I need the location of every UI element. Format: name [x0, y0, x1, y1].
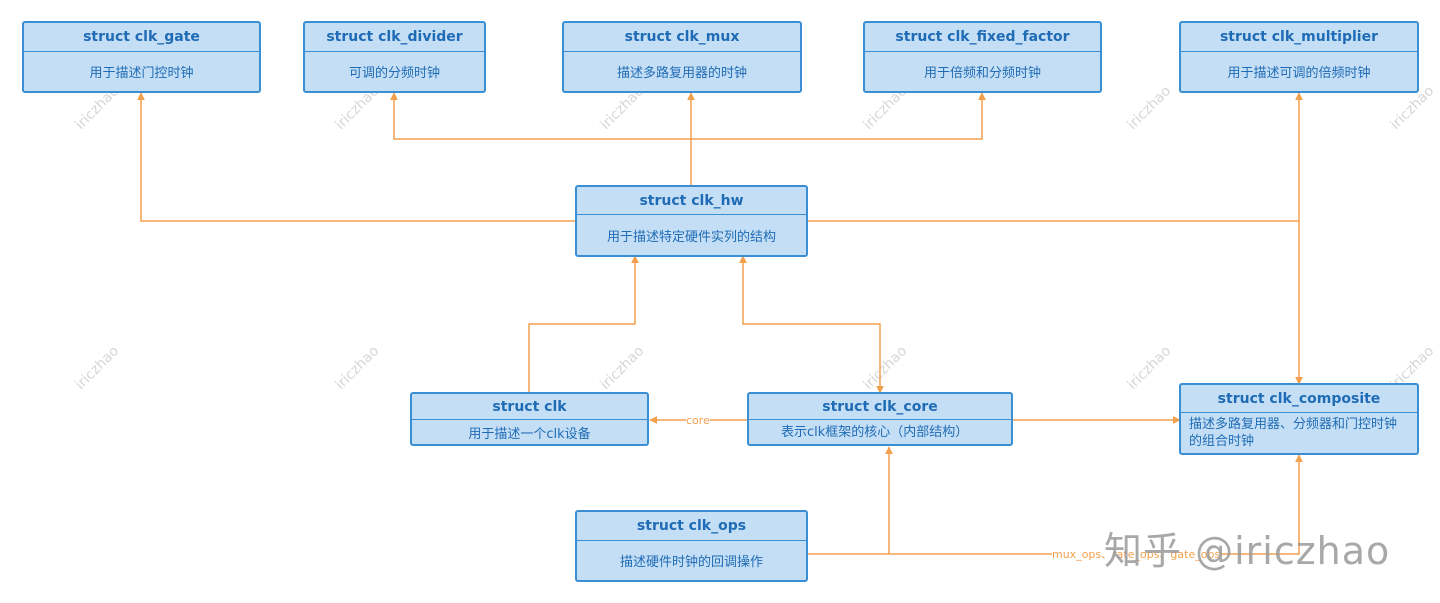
node-clk-hw: struct clk_hw 用于描述特定硬件实列的结构 [575, 185, 808, 257]
node-clk: struct clk 用于描述一个clk设备 [410, 392, 649, 446]
node-title: struct clk_multiplier [1181, 23, 1417, 52]
node-clk-composite: struct clk_composite 描述多路复用器、分频器和门控时钟的组合… [1179, 383, 1419, 455]
edge-label-core: core [686, 414, 710, 427]
edge-hw-core [739, 255, 884, 394]
node-title: struct clk [412, 394, 647, 420]
node-title: struct clk_mux [564, 23, 800, 52]
edge-label-ops: mux_ops、rate_ops、gate_ops [1052, 548, 1221, 561]
node-desc: 用于倍频和分频时钟 [923, 66, 1041, 81]
edge-hw-to-divider [390, 92, 691, 140]
node-title: struct clk_core [749, 394, 1011, 420]
node-desc: 用于描述特定硬件实列的结构 [606, 229, 776, 245]
node-clk-ops: struct clk_ops 描述硬件时钟的回调操作 [575, 510, 808, 582]
node-title: struct clk_divider [305, 23, 484, 52]
node-title: struct clk_composite [1181, 385, 1417, 413]
edge-hw-to-fixed-factor [691, 92, 986, 140]
node-title: struct clk_hw [577, 187, 806, 215]
edge-ops-to-core [807, 446, 893, 555]
node-clk-core: struct clk_core 表示clk框架的核心（内部结构） [747, 392, 1013, 446]
node-clk-mux: struct clk_mux 描述多路复用器的时钟 [562, 21, 802, 93]
edge-hw-to-gate [137, 92, 576, 222]
node-desc: 描述硬件时钟的回调操作 [619, 555, 763, 570]
node-desc: 描述多路复用器的时钟 [616, 66, 747, 81]
node-desc: 用于描述门控时钟 [89, 66, 194, 81]
edge-clk-to-hw [528, 255, 639, 393]
node-desc: 描述多路复用器、分频器和门控时钟的组合时钟 [1189, 417, 1398, 449]
node-clk-multiplier: struct clk_multiplier 用于描述可调的倍频时钟 [1179, 21, 1419, 93]
node-title: struct clk_gate [24, 23, 259, 52]
node-title: struct clk_fixed_factor [865, 23, 1100, 52]
node-title: struct clk_ops [577, 512, 806, 541]
brand-watermark: 知乎 @iriczhao [1104, 529, 1391, 573]
node-clk-divider: struct clk_divider 可调的分频时钟 [303, 21, 486, 93]
node-desc: 用于描述一个clk设备 [468, 426, 591, 442]
edge-hw-to-multiplier [807, 92, 1303, 222]
node-desc: 表示clk框架的核心（内部结构） [781, 424, 969, 440]
edge-ops-to-composite [889, 454, 1303, 555]
node-clk-gate: struct clk_gate 用于描述门控时钟 [22, 21, 261, 93]
node-desc: 可调的分频时钟 [348, 66, 440, 81]
node-clk-fixed-factor: struct clk_fixed_factor 用于倍频和分频时钟 [863, 21, 1102, 93]
node-desc: 用于描述可调的倍频时钟 [1227, 66, 1371, 81]
